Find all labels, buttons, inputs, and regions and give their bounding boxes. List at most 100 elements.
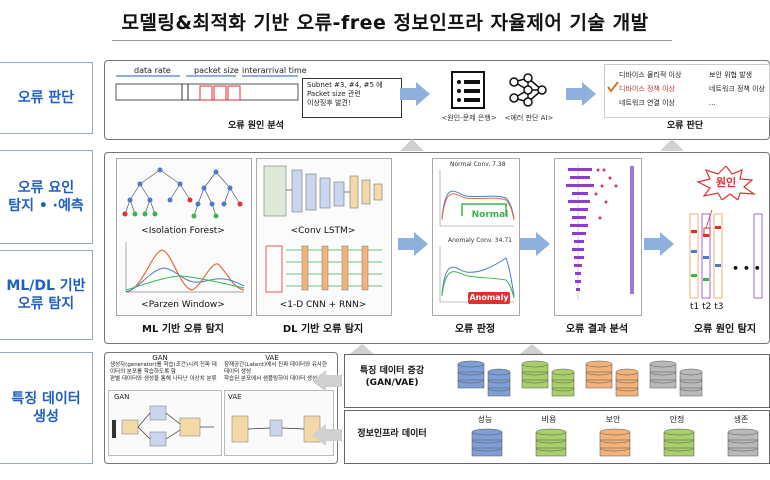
up-arrow xyxy=(520,344,544,354)
check-icon xyxy=(607,81,619,93)
ml-panel xyxy=(116,158,252,316)
disk-top xyxy=(487,368,511,376)
feature-importance-plot xyxy=(566,164,634,300)
list-item: ... xyxy=(709,99,716,107)
flow-arrow xyxy=(566,82,596,106)
judgement-list: 디바이스 물리적 이상 디바이스 정책 이상 네트워크 연결 이상 보안 위협 … xyxy=(604,64,770,118)
conv-lstm-diagram xyxy=(263,165,383,217)
note-line: 생성자(generator)를 학습(조건)시켜 진짜 데이터의 분포를 학습하… xyxy=(110,362,217,375)
back-arrow xyxy=(312,424,342,446)
disk-top xyxy=(535,428,567,436)
disk-top xyxy=(615,368,639,376)
title-divider xyxy=(112,40,672,41)
category-label: 생존 xyxy=(733,415,749,424)
disk-top xyxy=(521,360,549,368)
page-title: 모델링&최적화 기반 오류-free 정보인프라 자율제어 기술 개발 xyxy=(121,12,649,34)
augmented-data-label: 특징 데이터 증강 (GAN/VAE) xyxy=(359,366,425,388)
infra-disk-stacks xyxy=(471,428,759,457)
row-label-feature: 특징 데이터 생성 xyxy=(0,352,93,464)
disk-top xyxy=(679,368,703,376)
row-label-factor: 오류 요인 탐지 • ·예측 xyxy=(0,150,93,244)
ai-caption: <에러 판단 AI> xyxy=(504,114,554,122)
list-item: 네트워크 정책 이상 xyxy=(709,85,765,93)
cause-timeline-bars xyxy=(689,209,763,299)
ml-detection-caption: ML 기반 오류 탐지 xyxy=(142,324,224,335)
timeline-label: data rate xyxy=(134,66,171,75)
isolation-forest-tree xyxy=(122,167,243,219)
disk-top xyxy=(727,428,759,436)
timeline-label: interarrival time xyxy=(242,66,307,75)
up-arrow xyxy=(400,139,424,151)
vae-notes: 잠재공간(Latent)에서 진짜 데이터와 유사한 데이터 생성 학습된 분포… xyxy=(224,362,332,383)
vae-box-label: VAE xyxy=(228,393,242,401)
judge-caption: 오류 판정 xyxy=(454,324,496,335)
gan-notes: 생성자(generator)를 학습(조건)시켜 진짜 데이터의 분포를 학습하… xyxy=(110,362,218,383)
row-label-text: 특징 데이터 생성 xyxy=(11,390,81,425)
disk-top xyxy=(457,360,485,368)
cause-detection-caption: 오류 원인 탐지 xyxy=(693,324,757,335)
list-item: 네트워크 연결 이상 xyxy=(619,99,675,107)
row-label-text: 오류 요인 탐지 • ·예측 xyxy=(8,179,84,214)
normal-label: Normal xyxy=(471,210,509,220)
disk-top xyxy=(599,428,631,436)
cnn-rnn-caption: <1-D CNN + RNN> xyxy=(279,300,367,310)
row-label-text: 오류 판단 xyxy=(17,89,75,106)
anomaly-badge xyxy=(468,292,510,304)
augmented-disk-stacks xyxy=(457,360,703,397)
note-line: 학습된 분포에서 샘플링하여 데이터 생성 xyxy=(224,375,318,382)
timeline-label: packet size xyxy=(194,66,239,75)
judgement-caption: 오류 판단 xyxy=(666,121,704,131)
flow-arrow xyxy=(520,232,550,256)
ellipsis-text: • • • xyxy=(732,262,761,275)
disk-top xyxy=(649,360,677,368)
row-label-mldl: ML/DL 기반 오류 탐지 xyxy=(0,250,93,340)
flow-arrow xyxy=(400,82,430,106)
anomaly-plot-title: Anomaly Conv. 34.71 xyxy=(448,237,512,244)
category-label: 성능 xyxy=(477,415,493,424)
gan-box-label: GAN xyxy=(114,393,130,401)
normal-reconstruction-plot xyxy=(439,170,515,227)
cause-badge-text: 원인 xyxy=(715,176,737,189)
note-line: 잠재공간(Latent)에서 진짜 데이터와 유사한 데이터 생성 xyxy=(224,362,328,375)
vae-architecture xyxy=(231,415,321,443)
analysis-caption: 오류 결과 분석 xyxy=(565,324,629,335)
note-line: 판별 데이터와 생성을 통해 나타난 이상치 분류 xyxy=(110,375,217,382)
parzen-window-plot xyxy=(125,242,245,293)
list-item: 디바이스 정책 이상 xyxy=(619,85,675,93)
neural-network-icon xyxy=(509,73,547,107)
disk-top xyxy=(551,368,575,376)
rule-bank-icon xyxy=(451,71,485,109)
rule-bank-caption: <원인-문제 은행> xyxy=(441,114,497,122)
category-label: 안정 xyxy=(669,415,685,424)
up-arrow xyxy=(660,139,684,151)
cause-analysis-caption: 오류 원인 분석 xyxy=(228,121,284,131)
time-labels: t1 t2 t3 xyxy=(690,302,724,312)
back-arrow xyxy=(312,370,342,392)
infra-data-label: 정보인프라 데이터 xyxy=(357,429,427,439)
category-label: 비용 xyxy=(541,415,557,424)
subnet-anomaly-note: Subnet #3, #4, #5 에 Packet size 관련 이상징후 … xyxy=(302,78,402,118)
normal-plot-title: Normal Conv. 7.38 xyxy=(450,161,506,168)
gan-architecture xyxy=(112,405,214,447)
traffic-timeline xyxy=(115,75,299,101)
conv-lstm-caption: <Conv LSTM> xyxy=(290,226,356,236)
category-label: 보안 xyxy=(605,415,621,424)
disk-top xyxy=(585,360,613,368)
disk-top xyxy=(471,428,503,436)
parzen-window-caption: <Parzen Window> xyxy=(141,300,225,310)
gan-title: GAN xyxy=(152,354,168,362)
anomaly-label: Anomaly xyxy=(469,293,509,302)
disk-top xyxy=(663,428,695,436)
flow-arrow xyxy=(644,232,674,256)
list-item: 보안 위협 발생 xyxy=(709,71,753,79)
flow-arrow xyxy=(398,232,428,256)
isolation-forest-caption: <Isolation Forest> xyxy=(141,226,225,236)
row-label-judgement: 오류 판단 xyxy=(0,62,93,134)
vae-title: VAE xyxy=(265,354,279,362)
row-label-text: ML/DL 기반 오류 탐지 xyxy=(6,277,86,312)
cause-burst-badge xyxy=(696,166,757,200)
cnn-rnn-diagram xyxy=(265,245,382,293)
dl-detection-caption: DL 기반 오류 탐지 xyxy=(282,324,364,335)
list-item: 디바이스 물리적 이상 xyxy=(619,71,682,79)
up-arrow xyxy=(350,344,374,354)
